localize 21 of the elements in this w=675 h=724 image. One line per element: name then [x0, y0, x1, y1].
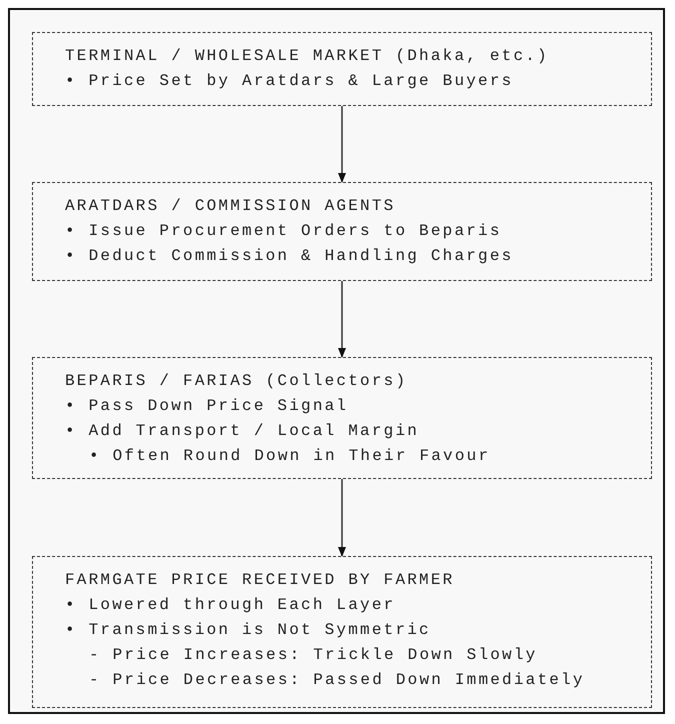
arrow [338, 106, 346, 183]
bullet-text: - Price Decreases: Passed Down Immediately [88, 670, 586, 691]
bullet-text: • Lowered through Each Layer [65, 595, 396, 616]
process-box [32, 556, 652, 708]
bullet-text: • Price Set by Aratdars & Large Buyers [65, 71, 514, 92]
bullet-text: • Transmission is Not Symmetric [65, 620, 432, 641]
bullet-text: - Price Increases: Trickle Down Slowly [88, 645, 538, 666]
process-box [32, 182, 652, 281]
arrow [338, 479, 346, 557]
bullet-text: • Deduct Commission & Handling Charges [65, 246, 514, 267]
arrow [338, 281, 346, 358]
bullet-text: • Often Round Down in Their Favour [88, 446, 492, 467]
bullet-text: • Pass Down Price Signal [65, 396, 350, 417]
box-heading: FARMGATE PRICE RECEIVED BY FARMER [65, 570, 456, 591]
box-heading: BEPARIS / FARIAS (Collectors) [65, 371, 408, 392]
box-heading: TERMINAL / WHOLESALE MARKET (Dhaka, etc.) [65, 46, 550, 67]
bullet-text: • Issue Procurement Orders to Beparis [65, 221, 503, 242]
bullet-text: • Add Transport / Local Margin [65, 421, 420, 442]
box-heading: ARATDARS / COMMISSION AGENTS [65, 196, 396, 217]
process-box [32, 357, 652, 479]
process-box [32, 32, 652, 106]
